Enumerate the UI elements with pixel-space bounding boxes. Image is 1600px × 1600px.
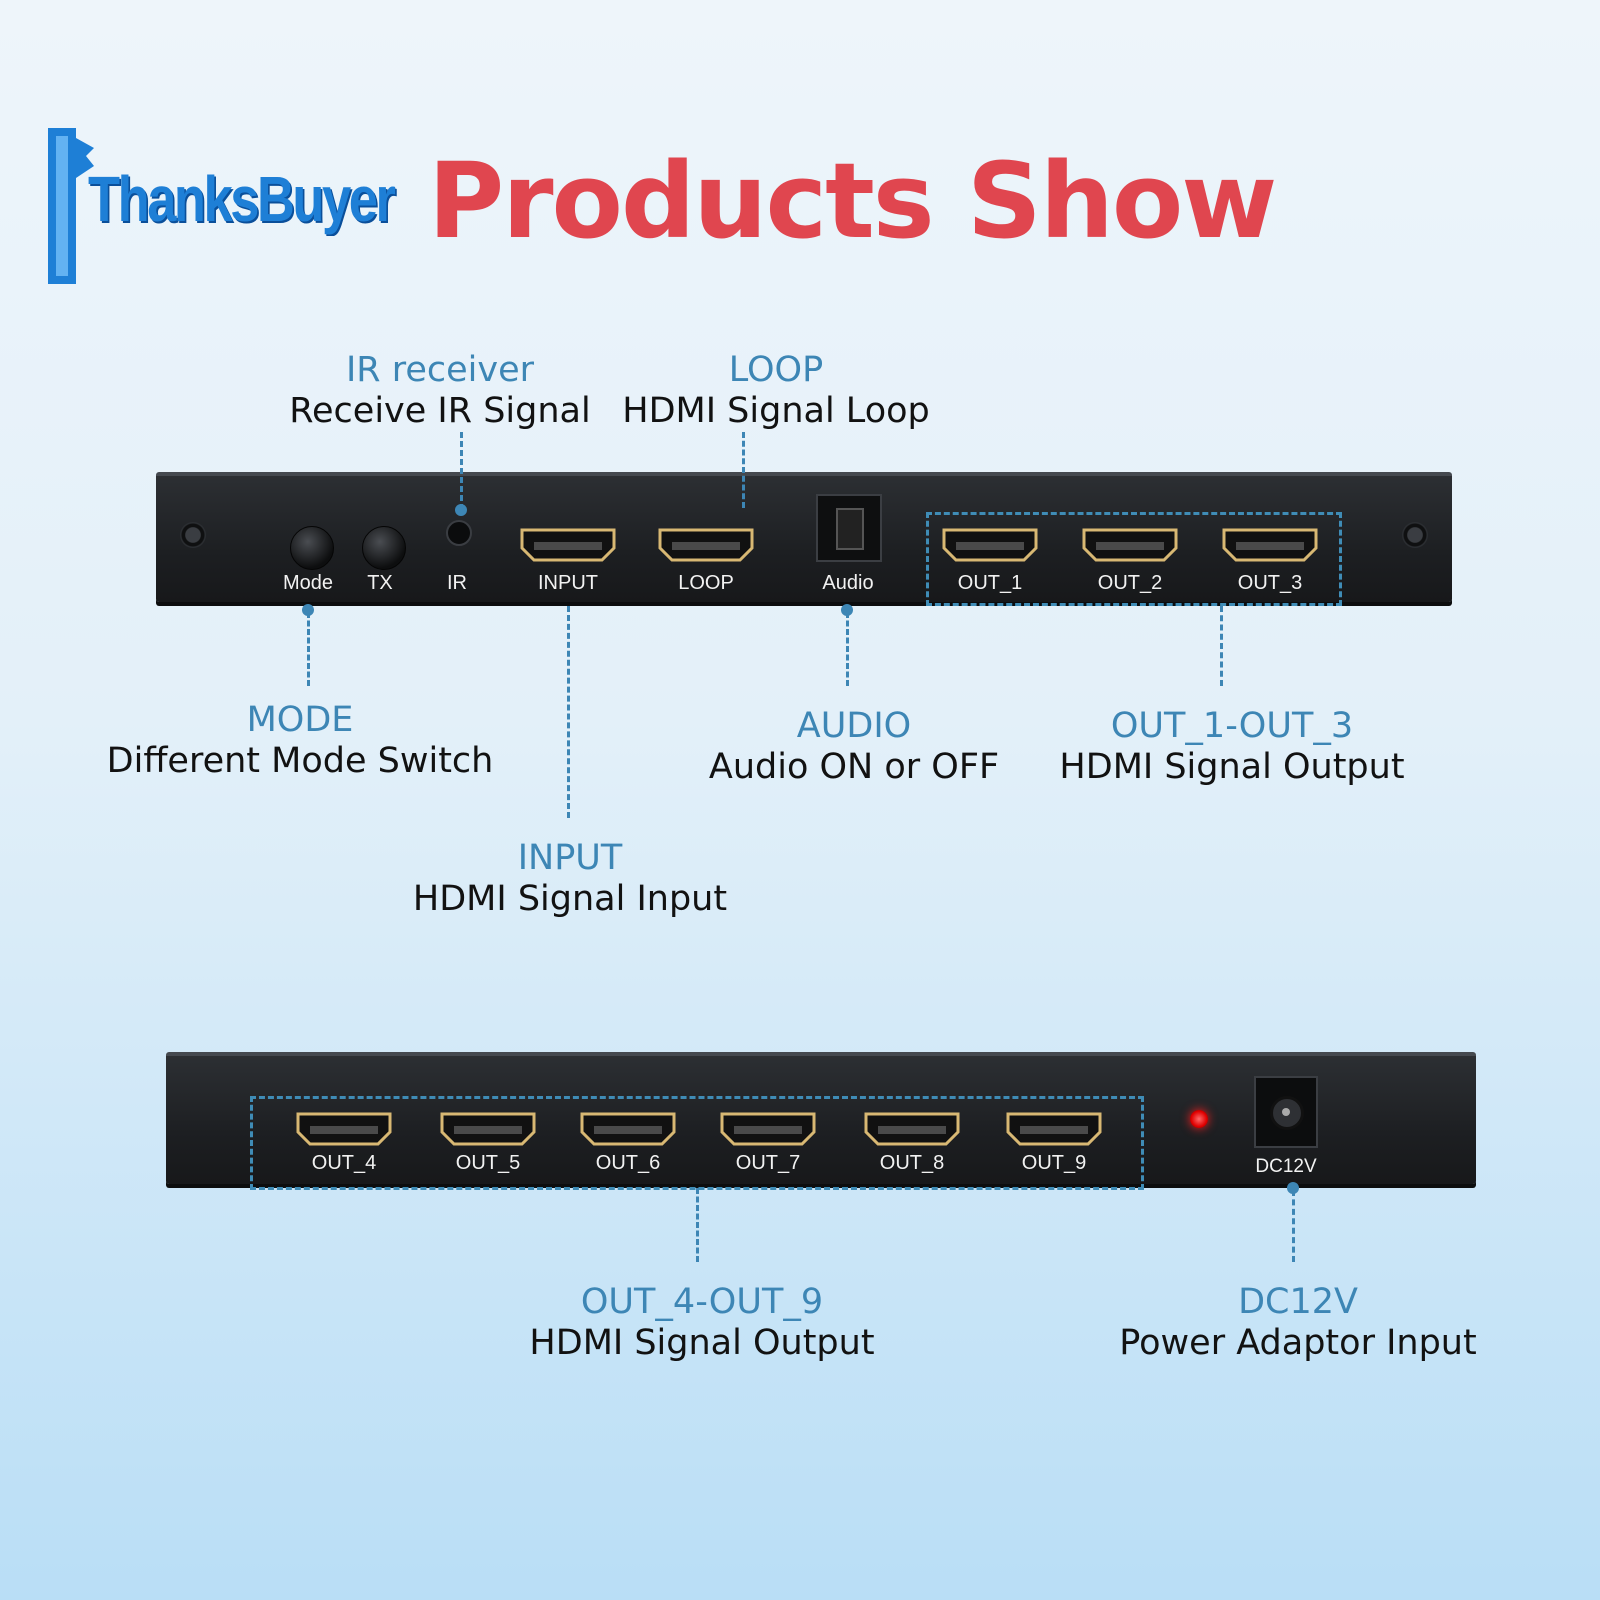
page-title: Products Show <box>428 140 1277 262</box>
out9-label: OUT_9 <box>1021 1152 1087 1174</box>
logo-text: ThanksBuyer <box>88 163 396 235</box>
callout-audio-key: AUDIO <box>796 706 912 746</box>
out4-9-leader-line <box>696 1188 699 1262</box>
out1-3-highlight <box>926 512 1342 606</box>
callout-out1-3: OUT_1-OUT_3 HDMI Signal Output <box>1059 706 1404 788</box>
callout-loop-key: LOOP <box>728 350 824 390</box>
out6-label: OUT_6 <box>595 1152 661 1174</box>
tx-label: TX <box>367 572 393 594</box>
out1-3-leader-line <box>1220 606 1223 686</box>
hdmi-out7-port-icon[interactable] <box>720 1110 816 1146</box>
hdmi-out8-port-icon[interactable] <box>864 1110 960 1146</box>
hdmi-input-port-icon[interactable] <box>520 526 616 562</box>
hdmi-out4-port-icon[interactable] <box>296 1110 392 1146</box>
mode-leader-line <box>307 612 310 686</box>
callout-input: INPUT HDMI Signal Input <box>413 838 727 920</box>
callout-loop: LOOP HDMI Signal Loop <box>622 350 929 432</box>
out3-label: OUT_3 <box>1237 572 1303 594</box>
out4-9-highlight <box>250 1096 1144 1190</box>
ir-label: IR <box>447 572 467 594</box>
mode-label: Mode <box>282 572 334 594</box>
audio-leader-line <box>846 612 849 686</box>
out8-label: OUT_8 <box>879 1152 945 1174</box>
hdmi-out3-port-icon[interactable] <box>1222 526 1318 562</box>
callout-out1-3-key: OUT_1-OUT_3 <box>1110 706 1354 746</box>
hdmi-loop-port-icon[interactable] <box>658 526 754 562</box>
callout-out1-3-desc: HDMI Signal Output <box>1059 747 1405 787</box>
callout-dc-key: DC12V <box>1238 1282 1358 1322</box>
ir-leader-line <box>460 432 463 510</box>
screw-icon <box>1402 522 1428 548</box>
dc-power-jack-icon[interactable] <box>1254 1076 1318 1148</box>
mode-leader-dot <box>302 604 314 616</box>
out5-label: OUT_5 <box>455 1152 521 1174</box>
dc-label: DC12V <box>1255 1156 1317 1177</box>
audio-leader-dot <box>841 604 853 616</box>
callout-ir-key: IR receiver <box>345 350 535 390</box>
out1-label: OUT_1 <box>957 572 1023 594</box>
callout-out4-9: OUT_4-OUT_9 HDMI Signal Output <box>529 1282 874 1364</box>
loop-label: LOOP <box>678 572 734 594</box>
hdmi-out2-port-icon[interactable] <box>1082 526 1178 562</box>
logo-mark-icon <box>48 128 94 284</box>
callout-ir: IR receiver Receive IR Signal <box>289 350 590 432</box>
out2-label: OUT_2 <box>1097 572 1163 594</box>
callout-dc-desc: Power Adaptor Input <box>1119 1323 1477 1363</box>
dc-leader-line <box>1292 1190 1295 1262</box>
hdmi-out5-port-icon[interactable] <box>440 1110 536 1146</box>
out4-label: OUT_4 <box>311 1152 377 1174</box>
callout-audio-desc: Audio ON or OFF <box>708 747 1000 787</box>
hdmi-out9-port-icon[interactable] <box>1006 1110 1102 1146</box>
hdmi-out1-port-icon[interactable] <box>942 526 1038 562</box>
callout-mode-desc: Different Mode Switch <box>106 741 494 781</box>
callout-out4-9-key: OUT_4-OUT_9 <box>580 1282 824 1322</box>
out7-label: OUT_7 <box>735 1152 801 1174</box>
dc-leader-dot <box>1287 1182 1299 1194</box>
callout-mode: MODE Different Mode Switch <box>107 700 494 782</box>
callout-loop-desc: HDMI Signal Loop <box>622 391 930 431</box>
brand-logo: ThanksBuyer <box>46 126 396 286</box>
callout-audio: AUDIO Audio ON or OFF <box>709 706 999 788</box>
screw-icon <box>180 522 206 548</box>
ir-sensor-icon <box>446 520 472 546</box>
optical-audio-port-icon[interactable] <box>816 494 882 562</box>
power-led-icon <box>1190 1110 1208 1128</box>
input-leader-line <box>567 606 570 818</box>
device-rear-panel-bottom: OUT_4 OUT_5 OUT_6 OUT_7 OUT_8 OUT_9 DC12… <box>166 1052 1476 1184</box>
hdmi-out6-port-icon[interactable] <box>580 1110 676 1146</box>
mode-button[interactable] <box>290 526 334 570</box>
loop-leader-line <box>742 432 745 508</box>
callout-input-desc: HDMI Signal Input <box>412 879 728 919</box>
tx-button[interactable] <box>362 526 406 570</box>
audio-label: Audio <box>822 572 874 594</box>
input-label: INPUT <box>538 572 598 594</box>
callout-ir-desc: Receive IR Signal <box>289 391 591 431</box>
callout-out4-9-desc: HDMI Signal Output <box>529 1323 875 1363</box>
callout-mode-key: MODE <box>246 700 354 740</box>
callout-input-key: INPUT <box>517 838 623 878</box>
callout-dc: DC12V Power Adaptor Input <box>1119 1282 1476 1364</box>
ir-leader-dot <box>455 504 467 516</box>
device-rear-panel-top: Mode TX IR INPUT LOOP Audio OUT_1 OUT_2 … <box>156 472 1452 602</box>
